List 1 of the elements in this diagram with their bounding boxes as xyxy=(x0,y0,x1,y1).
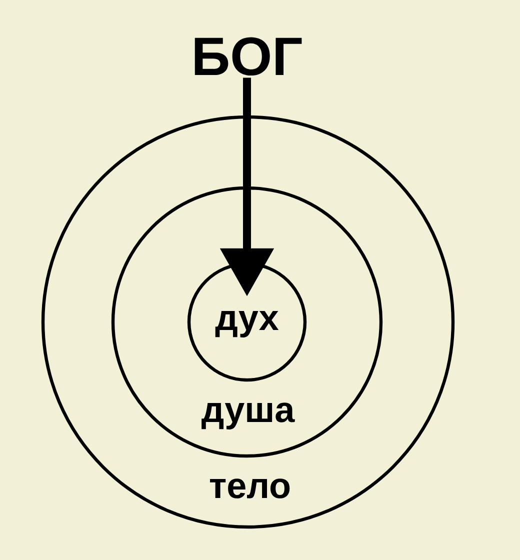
heading-text: БОГ xyxy=(194,37,302,76)
